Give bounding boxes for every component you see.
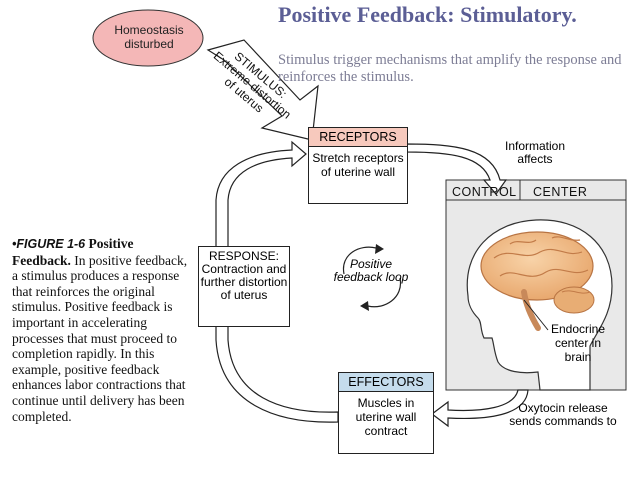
response-box: RESPONSE: Contraction and further distor…	[198, 246, 290, 327]
homeostasis-blob	[92, 9, 204, 67]
figure-title: Positive Feedback.	[12, 236, 134, 268]
effectors-body: Muscles in uterine wall contract	[355, 396, 417, 438]
slide-subtitle: Stimulus trigger mechanisms that amplify…	[278, 52, 622, 85]
oxytocin-label: Oxytocin release sends commands to	[509, 401, 617, 428]
figure-body: In positive feedback, a stimulus produce…	[12, 252, 188, 424]
homeostasis-label: Homeostasis disturbed	[114, 23, 184, 51]
response-arrow	[215, 140, 339, 423]
receptors-box: RECEPTORS Stretch receptors of uterine w…	[308, 127, 408, 204]
receptors-body: Stretch receptors of uterine wall	[312, 151, 404, 179]
endocrine-pointer	[523, 299, 549, 331]
information-arrow	[406, 143, 508, 195]
control-label: CONTROL	[452, 185, 517, 199]
center-label: CENTER	[533, 185, 588, 199]
slide-title: Positive Feedback: Stimulatory.	[278, 2, 577, 27]
brain-illustration	[480, 231, 595, 331]
receptors-title: RECEPTORS	[309, 128, 407, 147]
information-label: Information affects	[504, 139, 566, 166]
effectors-box: EFFECTORS Muscles in uterine wall contra…	[338, 372, 434, 454]
effectors-title: EFFECTORS	[339, 373, 433, 392]
positive-feedback-loop-label: Positive feedback loop	[333, 257, 409, 284]
endocrine-label: Endocrine center in brain	[550, 322, 606, 364]
figure-number: •FIGURE 1-6	[12, 237, 86, 251]
figure-caption: •FIGURE 1-6 Positive Feedback. In positi…	[12, 236, 190, 424]
positive-feedback-loop-icon	[342, 244, 402, 311]
